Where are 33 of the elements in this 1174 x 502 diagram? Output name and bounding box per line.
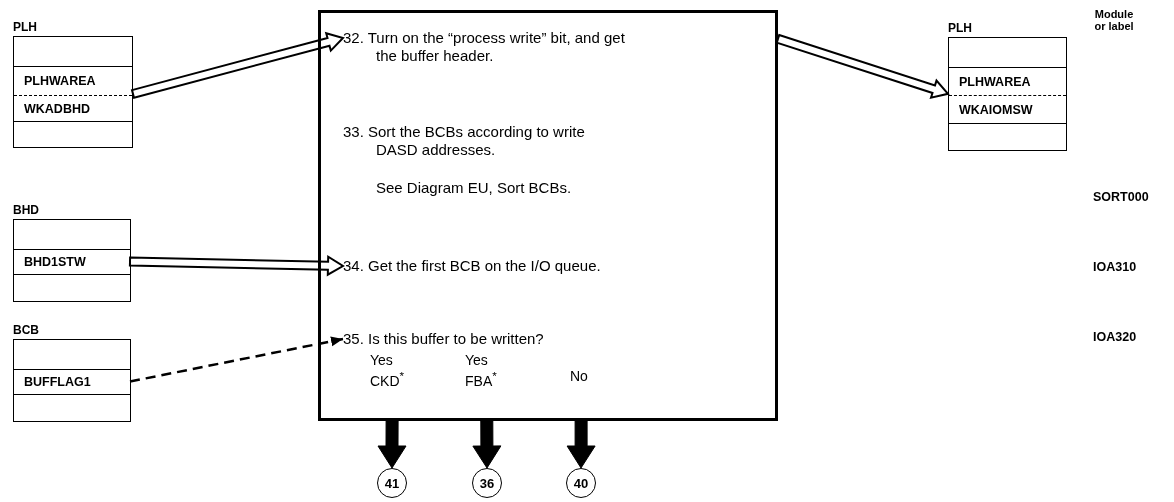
branch-label: Yes CKD$^{*}$ [370, 352, 406, 389]
module-name: IOA320 [1093, 330, 1137, 344]
block-name: BCB [13, 323, 39, 337]
arrow [130, 31, 345, 100]
field-name: PLHWAREA [949, 67, 1066, 95]
block-name: BHD [13, 203, 39, 217]
module-name: IOA310 [1093, 260, 1137, 274]
arrow [129, 336, 344, 383]
arrow [377, 420, 407, 469]
off-page-connector: 41 [377, 468, 407, 498]
field-name: WKADBHD [14, 95, 132, 121]
field-name: WKAIOMSW [949, 95, 1066, 123]
module-name: SORT000 [1093, 190, 1149, 204]
process-box [318, 10, 778, 421]
step-text: 34. Get the first BCB on the I/O queue. [343, 257, 756, 275]
field-name: BHD1STW [14, 249, 130, 274]
off-page-connector: 40 [566, 468, 596, 498]
arrow [566, 420, 596, 469]
step-text: 35. Is this buffer to be written? [343, 330, 756, 348]
branch-label: No [570, 368, 589, 384]
field-name: BUFFLAG1 [14, 369, 130, 394]
block-name: PLH [13, 20, 37, 34]
arrow [472, 420, 502, 469]
step-text: See Diagram EU, Sort BCBs. [376, 179, 573, 197]
step-text: 32. Turn on the “process write” bit, and get the buffer header. [343, 29, 626, 65]
block-name: PLH [948, 21, 972, 35]
branch-label: Yes FBA$^{*}$ [465, 352, 498, 389]
off-page-connector: 36 [472, 468, 502, 498]
column-heading: Module or label [1093, 8, 1135, 32]
arrow [128, 254, 345, 277]
step-text: 33. Sort the BCBs according to write DASD addresses. [343, 123, 586, 159]
field-name: PLHWAREA [14, 66, 132, 95]
arrow [775, 33, 950, 100]
